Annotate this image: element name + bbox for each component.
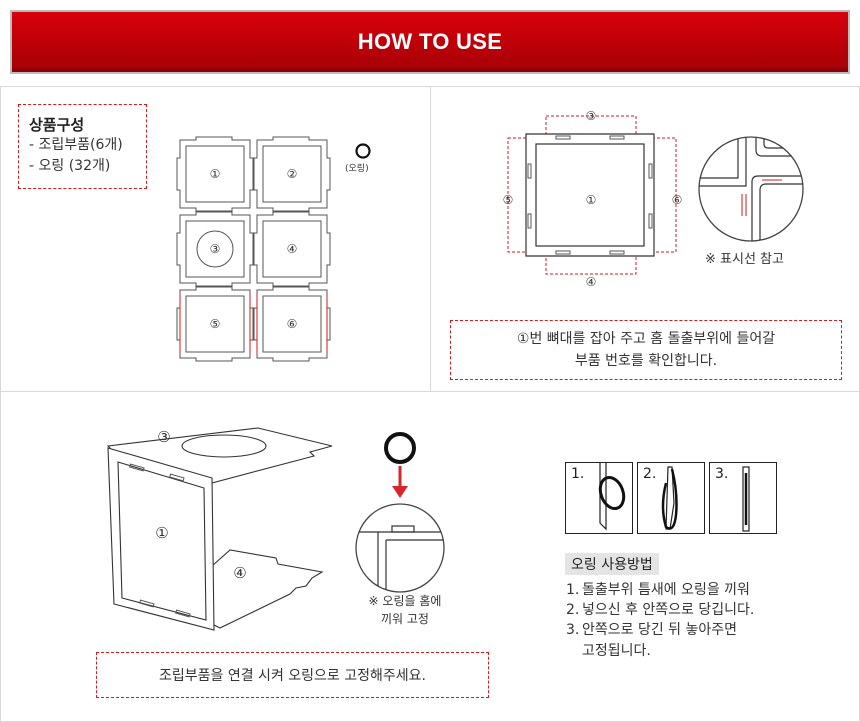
method-item-text: 돌출부위 틈새에 오링을 끼워 [582, 582, 750, 598]
reference-note: ※ 표시선 참고 [705, 252, 784, 267]
step-number-1: 1. [571, 466, 585, 482]
part-label-1: ① [210, 167, 221, 181]
assembly-label-1: ① [155, 524, 168, 542]
method-item-number: 2. [566, 602, 580, 618]
parts-grid-illustration: ① ② ③ ④ ⑤ ⑥ [176, 136, 331, 362]
step-panel-1: 1. [565, 462, 633, 534]
method-item-text: 안쪽으로 당긴 뒤 놓아주면 [582, 622, 738, 638]
oring-large-icon [384, 432, 416, 464]
groove-zoom-illustration [355, 432, 445, 593]
method-item: 2. 넣으신 후 안쪽으로 당깁니다. [566, 600, 846, 620]
assembly-instruction: 조립부품을 연결 시켜 오링으로 고정해주세요. [159, 668, 426, 684]
frame-label-4: ④ [586, 275, 597, 289]
method-item: 1. 돌출부위 틈새에 오링을 끼워 [566, 580, 846, 600]
components-title: 상품구성 [29, 116, 85, 134]
oring-icon [355, 143, 371, 159]
components-box: 상품구성 - 조립부품(6개) - 오링 (32개) [18, 104, 147, 189]
step-panel-3: 3. [709, 462, 777, 534]
arrow-down-icon [392, 486, 408, 498]
page-title: HOW TO USE [357, 29, 503, 54]
part-label-4: ④ [287, 242, 298, 256]
method-item: 3. 안쪽으로 당긴 뒤 놓아주면 [566, 620, 846, 640]
frame-diagram: ③ ⑤ ① ⑥ ④ [503, 109, 683, 289]
assembly-illustration: ③ ① ④ [106, 427, 333, 631]
method-list: 1. 돌출부위 틈새에 오링을 끼워 2. 넣으신 후 안쪽으로 당깁니다. 3… [566, 580, 846, 662]
groove-note-line-1: ※ 오링을 홈에 [368, 594, 442, 608]
frame-label-1: ① [586, 193, 597, 207]
method-item-number: 3. [566, 622, 580, 638]
assembly-instruction-box: 조립부품을 연결 시켜 오링으로 고정해주세요. [96, 652, 489, 698]
assembly-label-4: ④ [233, 564, 246, 582]
step-panel-2: 2. [637, 462, 705, 534]
part-label-6: ⑥ [287, 317, 298, 331]
components-line-parts: - 조립부품(6개) [29, 137, 123, 153]
components-line-orings: - 오링 (32개) [29, 158, 111, 174]
corner-zoom-illustration [698, 136, 804, 242]
method-item-number: 1. [566, 582, 580, 598]
step-number-3: 3. [715, 466, 729, 482]
part-label-3: ③ [210, 242, 221, 256]
instruction-line-2: 부품 번호를 확인합니다. [574, 353, 718, 369]
groove-note-line-2: 끼워 고정 [381, 612, 429, 626]
frame-label-5: ⑤ [503, 193, 514, 207]
instruction-box: ①번 뼈대를 잡아 주고 홈 돌출부위에 들어갈 부품 번호를 확인합니다. [450, 320, 842, 380]
groove-note: ※ 오링을 홈에 끼워 고정 [352, 592, 458, 628]
frame-label-6: ⑥ [672, 193, 683, 207]
frame-label-3: ③ [586, 109, 597, 123]
page-header: HOW TO USE [10, 10, 850, 74]
oring-label: (오링) [345, 164, 369, 174]
method-continuation: 고정됩니다. [582, 643, 651, 659]
step-number-2: 2. [643, 466, 657, 482]
part-label-5: ⑤ [210, 317, 221, 331]
method-item-text: 넣으신 후 안쪽으로 당깁니다. [582, 602, 755, 618]
method-title: 오링 사용방법 [565, 553, 659, 575]
instruction-line-1: ①번 뼈대를 잡아 주고 홈 돌출부위에 들어갈 [516, 331, 776, 347]
part-label-2: ② [287, 167, 298, 181]
assembly-label-3: ③ [157, 428, 170, 446]
